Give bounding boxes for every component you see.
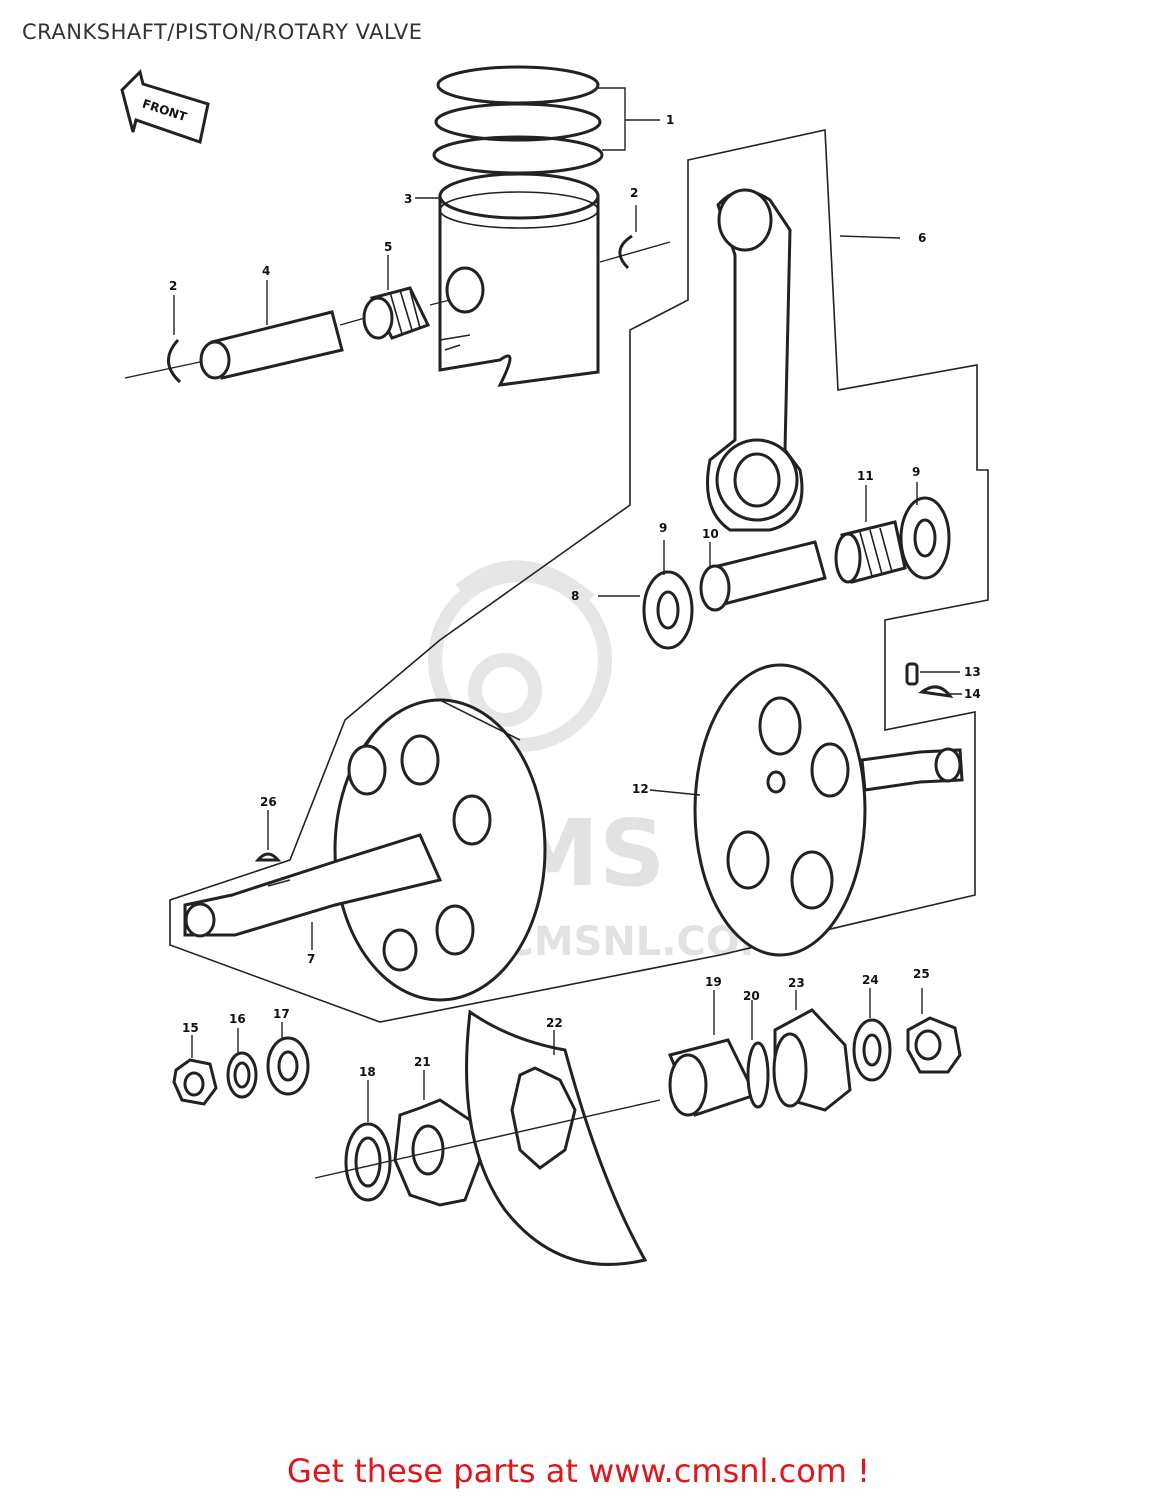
front-arrow: FRONT xyxy=(120,69,210,144)
callout-22: 22 xyxy=(546,1016,563,1030)
left-nut-washers xyxy=(172,1022,310,1106)
rotary-valve-group xyxy=(314,1009,661,1266)
callout-17: 17 xyxy=(273,1007,290,1021)
callout-15: 15 xyxy=(182,1021,199,1035)
shop-parts-link[interactable]: Get these parts at www.cmsnl.com ! xyxy=(287,1452,870,1490)
callout-labels: 1 2 2 3 4 5 6 7 8 9 9 10 11 12 13 14 15 … xyxy=(169,113,981,1079)
callout-3: 3 xyxy=(404,192,412,206)
piston-pin xyxy=(124,280,344,380)
pin-and-key xyxy=(905,662,962,698)
callout-16: 16 xyxy=(229,1012,246,1026)
callout-2: 2 xyxy=(630,186,638,200)
assembly-outline xyxy=(169,129,989,1023)
circlip-left xyxy=(167,295,182,384)
page-title: CRANKSHAFT/PISTON/ROTARY VALVE xyxy=(22,20,423,44)
callout-20: 20 xyxy=(743,989,760,1003)
callout-9: 9 xyxy=(659,521,667,535)
callout-19: 19 xyxy=(705,975,722,989)
left-crank-wheel xyxy=(183,698,547,1002)
callout-13: 13 xyxy=(964,665,981,679)
piston-rings xyxy=(432,65,660,175)
callout-6: 6 xyxy=(918,231,926,245)
big-end-group xyxy=(598,482,951,650)
callout-2: 2 xyxy=(169,279,177,293)
callout-25: 25 xyxy=(913,967,930,981)
callout-4: 4 xyxy=(262,264,270,278)
callout-11: 11 xyxy=(857,469,874,483)
callout-7: 7 xyxy=(307,952,315,966)
small-end-bearing xyxy=(339,255,451,340)
callout-5: 5 xyxy=(384,240,392,254)
callout-1: 1 xyxy=(666,113,674,127)
callout-24: 24 xyxy=(862,973,879,987)
woodruff-key xyxy=(254,810,282,862)
right-drive-group xyxy=(667,988,962,1117)
callout-14: 14 xyxy=(964,687,981,701)
callout-12: 12 xyxy=(632,782,649,796)
callout-23: 23 xyxy=(788,976,805,990)
connecting-rod xyxy=(706,188,901,532)
callout-9: 9 xyxy=(912,465,920,479)
piston xyxy=(415,172,600,387)
callout-21: 21 xyxy=(414,1055,431,1069)
callout-8: 8 xyxy=(571,589,579,603)
right-crank-wheel xyxy=(649,663,964,957)
circlip-right xyxy=(599,205,671,270)
callout-26: 26 xyxy=(260,795,277,809)
callout-18: 18 xyxy=(359,1065,376,1079)
callout-10: 10 xyxy=(702,527,719,541)
